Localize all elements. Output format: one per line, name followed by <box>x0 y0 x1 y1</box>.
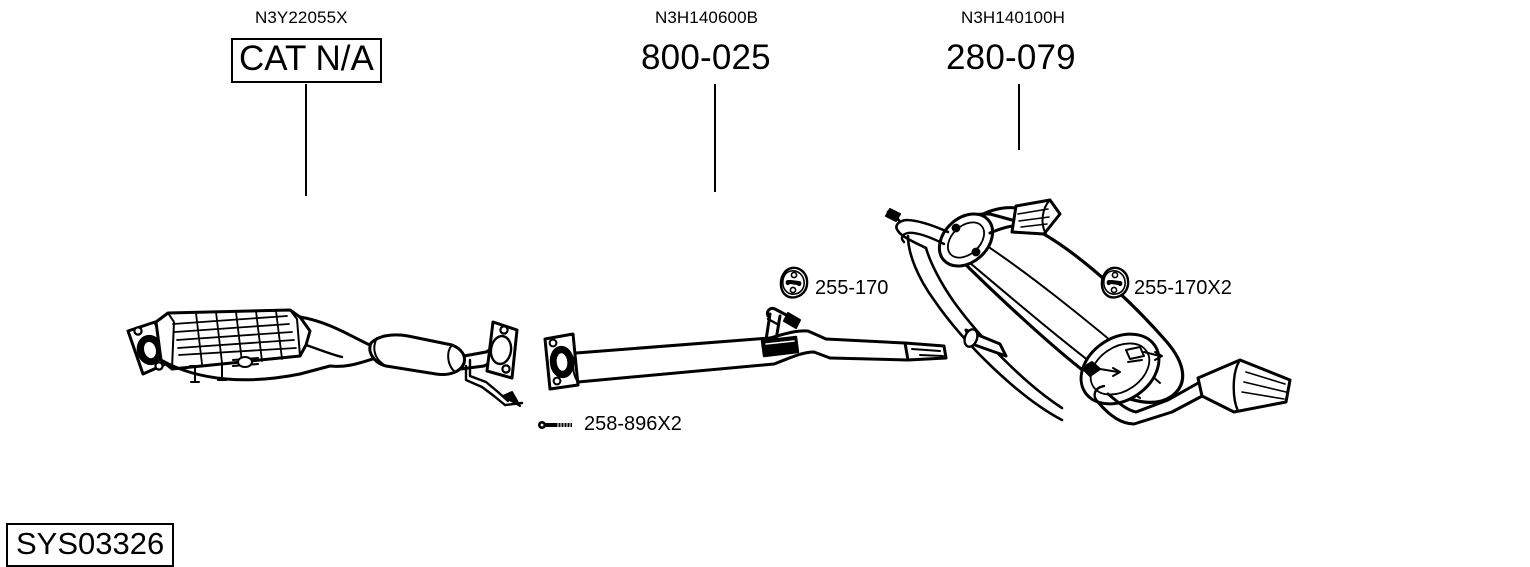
hardware-label: 255-170X2 <box>1134 277 1232 299</box>
rear-muffler-assembly <box>885 198 1292 426</box>
centre-pipe-assembly <box>543 307 948 391</box>
part-code-catalytic-converter-front-pipe: N3Y22055X <box>255 8 348 27</box>
part-number-centre-pipe: 800-025 <box>641 38 771 77</box>
hardware-label: 255-170 <box>815 277 889 299</box>
gasket-icon <box>1100 266 1130 299</box>
gasket-icon <box>779 266 809 299</box>
part-code-centre-pipe: N3H140600B <box>655 8 759 27</box>
leader-line-group <box>305 84 1020 196</box>
bolt-icon <box>538 421 572 429</box>
catalytic-converter-assembly <box>126 308 524 407</box>
part-number-rear-silencer-muffler: 280-079 <box>946 38 1076 77</box>
hardware-label: 258-896X2 <box>584 413 682 435</box>
part-number-catalytic-converter-front-pipe: CAT N/A <box>231 38 382 83</box>
system-id-box: SYS03326 <box>6 523 175 567</box>
part-code-rear-silencer-muffler: N3H140100H <box>961 8 1066 27</box>
